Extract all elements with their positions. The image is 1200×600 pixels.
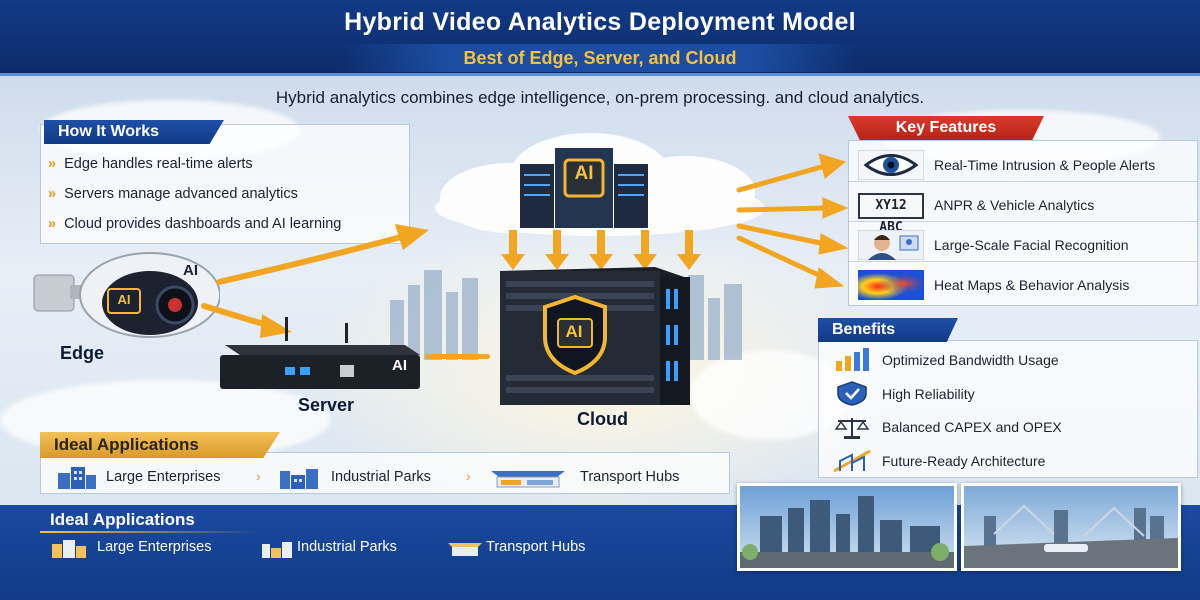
camera-ai-text: AI	[183, 262, 198, 279]
how-it-works-panel	[40, 124, 410, 244]
how-it-works-title: How It Works	[44, 120, 224, 144]
transport-hub-icon	[448, 543, 482, 556]
cloud-ai-chip: AI	[574, 163, 594, 184]
cloud-label: Cloud	[577, 409, 628, 429]
chevron-right-icon: »	[48, 216, 57, 232]
footer-application-label: Industrial Parks	[297, 539, 397, 555]
benefits-title: Benefits	[818, 318, 958, 342]
edge-camera	[33, 252, 220, 338]
cloud-to-server-arrows	[501, 230, 701, 270]
feature-label: Real-Time Intrusion & People Alerts	[934, 157, 1156, 173]
scales-icon	[834, 418, 870, 439]
application-label: Large Enterprises	[106, 469, 221, 485]
edge-ai-chip: AI	[117, 292, 131, 307]
how-it-works-item: »Edge handles real-time alerts	[48, 156, 253, 172]
bar-chart-icon	[836, 348, 869, 371]
factory-icon	[262, 542, 292, 558]
feature-row	[848, 188, 1198, 222]
server-label: Server	[298, 395, 355, 415]
ideal-applications-title: Ideal Applications	[40, 432, 280, 458]
footer-title: Ideal Applications	[50, 510, 195, 529]
footer-application-label: Transport Hubs	[486, 539, 586, 555]
separator-chevron-icon: ›	[256, 468, 261, 484]
header-bar	[0, 0, 1200, 76]
chevron-right-icon: »	[48, 156, 57, 172]
transport-hub-photo-image	[964, 486, 1178, 568]
benefit-label: Balanced CAPEX and OPEX	[882, 419, 1062, 435]
office-building-icon	[58, 467, 96, 489]
city-skyline-photo-image	[740, 486, 954, 568]
page-title: Hybrid Video Analytics Deployment Model	[344, 8, 856, 36]
face-recognition-icon	[858, 230, 924, 260]
page-subtitle: Best of Edge, Server, and Cloud	[463, 48, 737, 68]
how-it-works-item: »Servers manage advanced analytics	[48, 186, 298, 202]
application-label: Transport Hubs	[580, 469, 680, 485]
transport-hub-photo	[961, 483, 1181, 571]
benefit-label: High Reliability	[882, 386, 975, 402]
feature-label: Heat Maps & Behavior Analysis	[934, 277, 1130, 293]
edge-label: Edge	[60, 343, 105, 363]
benefits-panel	[818, 340, 1198, 478]
heatmap-icon	[858, 270, 924, 300]
feature-label: Large-Scale Facial Recognition	[934, 237, 1129, 253]
rack-ai-chip: AI	[565, 322, 583, 341]
feature-label: ANPR & Vehicle Analytics	[934, 197, 1095, 213]
footer-title-underline	[40, 531, 260, 533]
architecture-icon	[833, 449, 871, 473]
separator-chevron-icon: ›	[466, 468, 471, 484]
office-building-icon	[52, 540, 86, 558]
factory-icon	[280, 469, 318, 489]
cloud-illustration	[435, 133, 765, 236]
application-label: Industrial Parks	[331, 469, 431, 485]
eye-icon	[858, 150, 924, 180]
key-features-title: Key Features	[848, 116, 1044, 140]
benefit-label: Optimized Bandwidth Usage	[882, 352, 1059, 368]
intro-text: Hybrid analytics combines edge intellige…	[275, 88, 925, 107]
chevron-right-icon: »	[48, 186, 57, 202]
benefit-label: Future-Ready Architecture	[882, 453, 1046, 469]
shield-icon	[837, 381, 867, 406]
cloud-to-features-arrows	[736, 153, 849, 289]
feature-row	[848, 228, 1198, 262]
subtitle-band	[340, 44, 860, 72]
edge-server-box	[220, 317, 420, 389]
edge-to-cloud-arrow	[216, 224, 429, 285]
how-it-works-item: »Cloud provides dashboards and AI learni…	[48, 216, 342, 232]
city-skyline-photo	[737, 483, 957, 571]
server-ai-text: AI	[392, 357, 407, 374]
ideal-applications-panel	[40, 452, 730, 494]
license-plate-icon: XY12 ABC	[858, 193, 924, 235]
cloud-rack-server	[500, 267, 690, 405]
transport-hub-icon	[491, 471, 565, 488]
edge-to-server-arrow	[201, 303, 292, 338]
footer-application-label: Large Enterprises	[97, 539, 212, 555]
server-to-rack-connector	[425, 354, 490, 359]
feature-row	[848, 148, 1198, 182]
